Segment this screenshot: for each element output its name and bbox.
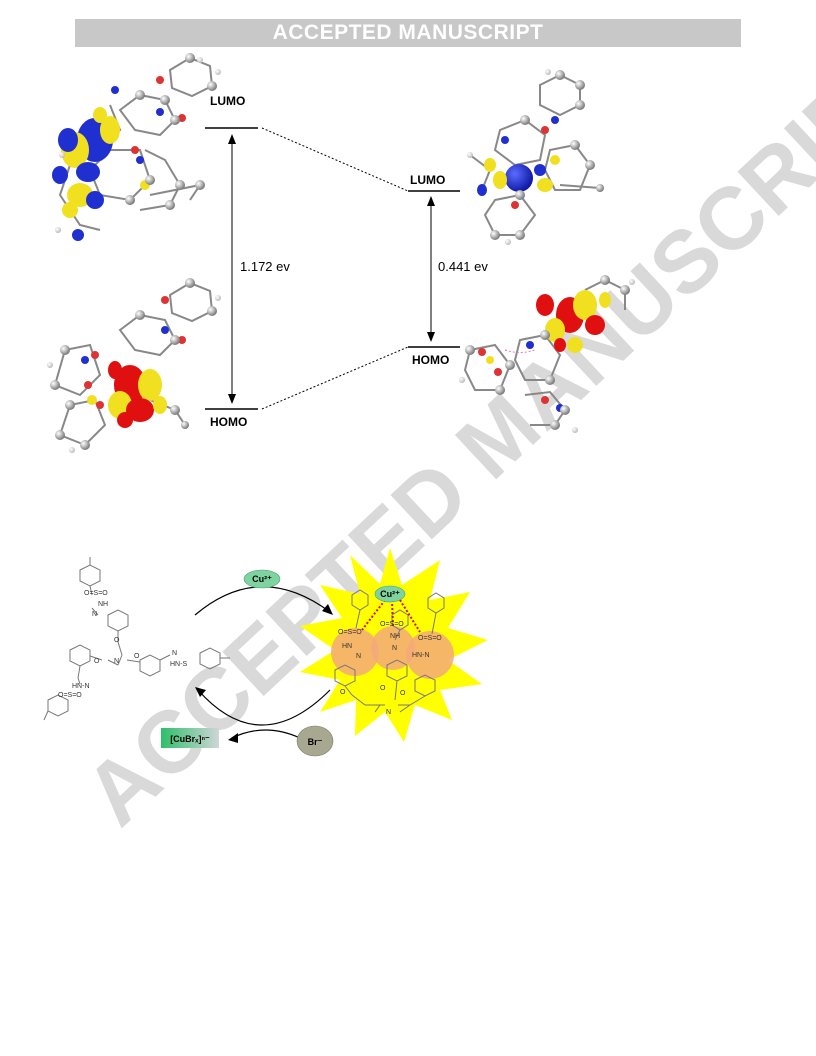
sensing-scheme: O=S=O NH N O N O O HN-N O=S=O N HN-S Cu²…	[43, 548, 488, 757]
left-homo-atoms	[47, 278, 221, 453]
complex-n-center: N	[392, 645, 397, 652]
left-lumo-label: LUMO	[210, 94, 245, 108]
cu-complex-structure	[334, 589, 445, 713]
cu-complex-labels: O=S=O HN N O=S=O NH N O=S=O HN-N O O O N	[338, 621, 442, 716]
right-homo-atoms	[459, 275, 635, 433]
release-arrow-head	[228, 733, 238, 743]
lumo-connector	[261, 127, 409, 192]
left-homo-label: HOMO	[210, 415, 247, 429]
halo-center	[371, 626, 415, 670]
left-arrow-head-up	[228, 134, 236, 144]
left-lumo-atoms	[55, 53, 221, 233]
cu-ion-label: Cu²⁺	[252, 574, 272, 584]
label-n-center: N	[114, 658, 119, 665]
label-o-s-o-2: O=S=O	[58, 692, 82, 699]
right-lumo-atoms	[467, 69, 604, 245]
left-gap-value: 1.172 ev	[240, 259, 290, 274]
reverse-arrow	[197, 689, 331, 726]
label-o-1: O	[114, 637, 120, 644]
cu-ion-badge: Cu²⁺	[243, 569, 281, 589]
br-ion-badge: Br⁻	[296, 725, 334, 757]
label-o-s-o-1: O=S=O	[84, 590, 108, 597]
right-gap-value: 0.441 ev	[438, 259, 488, 274]
watermark: ACCEPTED MANUSCRIPT	[65, 25, 816, 844]
complex-n-amine: N	[386, 709, 391, 716]
halo-left	[331, 628, 379, 676]
left-arrow-head-down	[228, 394, 236, 404]
complex-hn-n-right: HN-N	[412, 652, 430, 659]
left-lumo-lobes	[52, 76, 186, 241]
complex-so2-left: O=S=O	[338, 629, 362, 636]
cu-complex-label: Cu²⁺	[380, 589, 400, 599]
label-hn-s: HN-S	[170, 661, 187, 668]
complex-hn-left: HN	[342, 643, 352, 650]
forward-arrow-head	[322, 604, 333, 615]
cubr-product-label: [CuBrₓ]ⁿ⁻	[170, 734, 210, 744]
mo-diagram: LUMO HOMO 1.172 ev LUMO HOMO 0.441 ev	[47, 53, 635, 453]
right-lumo-molecule	[469, 73, 601, 236]
complex-n-left: N	[356, 653, 361, 660]
left-homo-molecule	[53, 281, 214, 447]
coordination-bonds	[361, 599, 421, 633]
homo-connector	[261, 346, 409, 410]
release-arrow	[231, 729, 301, 739]
label-o-2: O	[94, 658, 100, 665]
halo-right	[406, 631, 454, 679]
watermark-text: ACCEPTED MANUSCRIPT	[65, 25, 816, 844]
cu-complex-badge: Cu²⁺	[374, 585, 406, 603]
left-homo-lobes	[81, 296, 186, 428]
label-nh-1: NH	[98, 601, 108, 608]
banner-text: ACCEPTED MANUSCRIPT	[272, 21, 544, 44]
complex-nh-center: NH	[390, 633, 400, 640]
label-hn-n-1: HN-N	[72, 683, 90, 690]
reverse-arrow-head	[195, 687, 206, 697]
complex-o-right: O	[400, 690, 406, 697]
label-n-2: N	[172, 650, 177, 657]
complex-so2-center: O=S=O	[380, 621, 404, 628]
right-homo-label: HOMO	[412, 353, 449, 367]
complex-o-center: O	[380, 685, 386, 692]
br-ion-label: Br⁻	[308, 737, 323, 747]
accepted-manuscript-banner: ACCEPTED MANUSCRIPT	[75, 19, 741, 47]
right-homo-lobes	[478, 290, 611, 412]
label-o-3: O	[134, 653, 140, 660]
right-arrow-head-down	[427, 332, 435, 342]
right-lumo-label: LUMO	[410, 173, 445, 187]
cubr-product-box: [CuBrₓ]ⁿ⁻	[161, 728, 219, 748]
complex-so2-right: O=S=O	[418, 635, 442, 642]
right-lumo-lobes	[477, 116, 560, 209]
complex-o-left: O	[340, 689, 346, 696]
free-ligand-structure	[43, 557, 230, 721]
right-arrow-head-up	[427, 196, 435, 206]
label-n-1: N	[92, 611, 97, 618]
free-ligand-labels: O=S=O NH N O N O O HN-N O=S=O N HN-S	[58, 590, 187, 699]
